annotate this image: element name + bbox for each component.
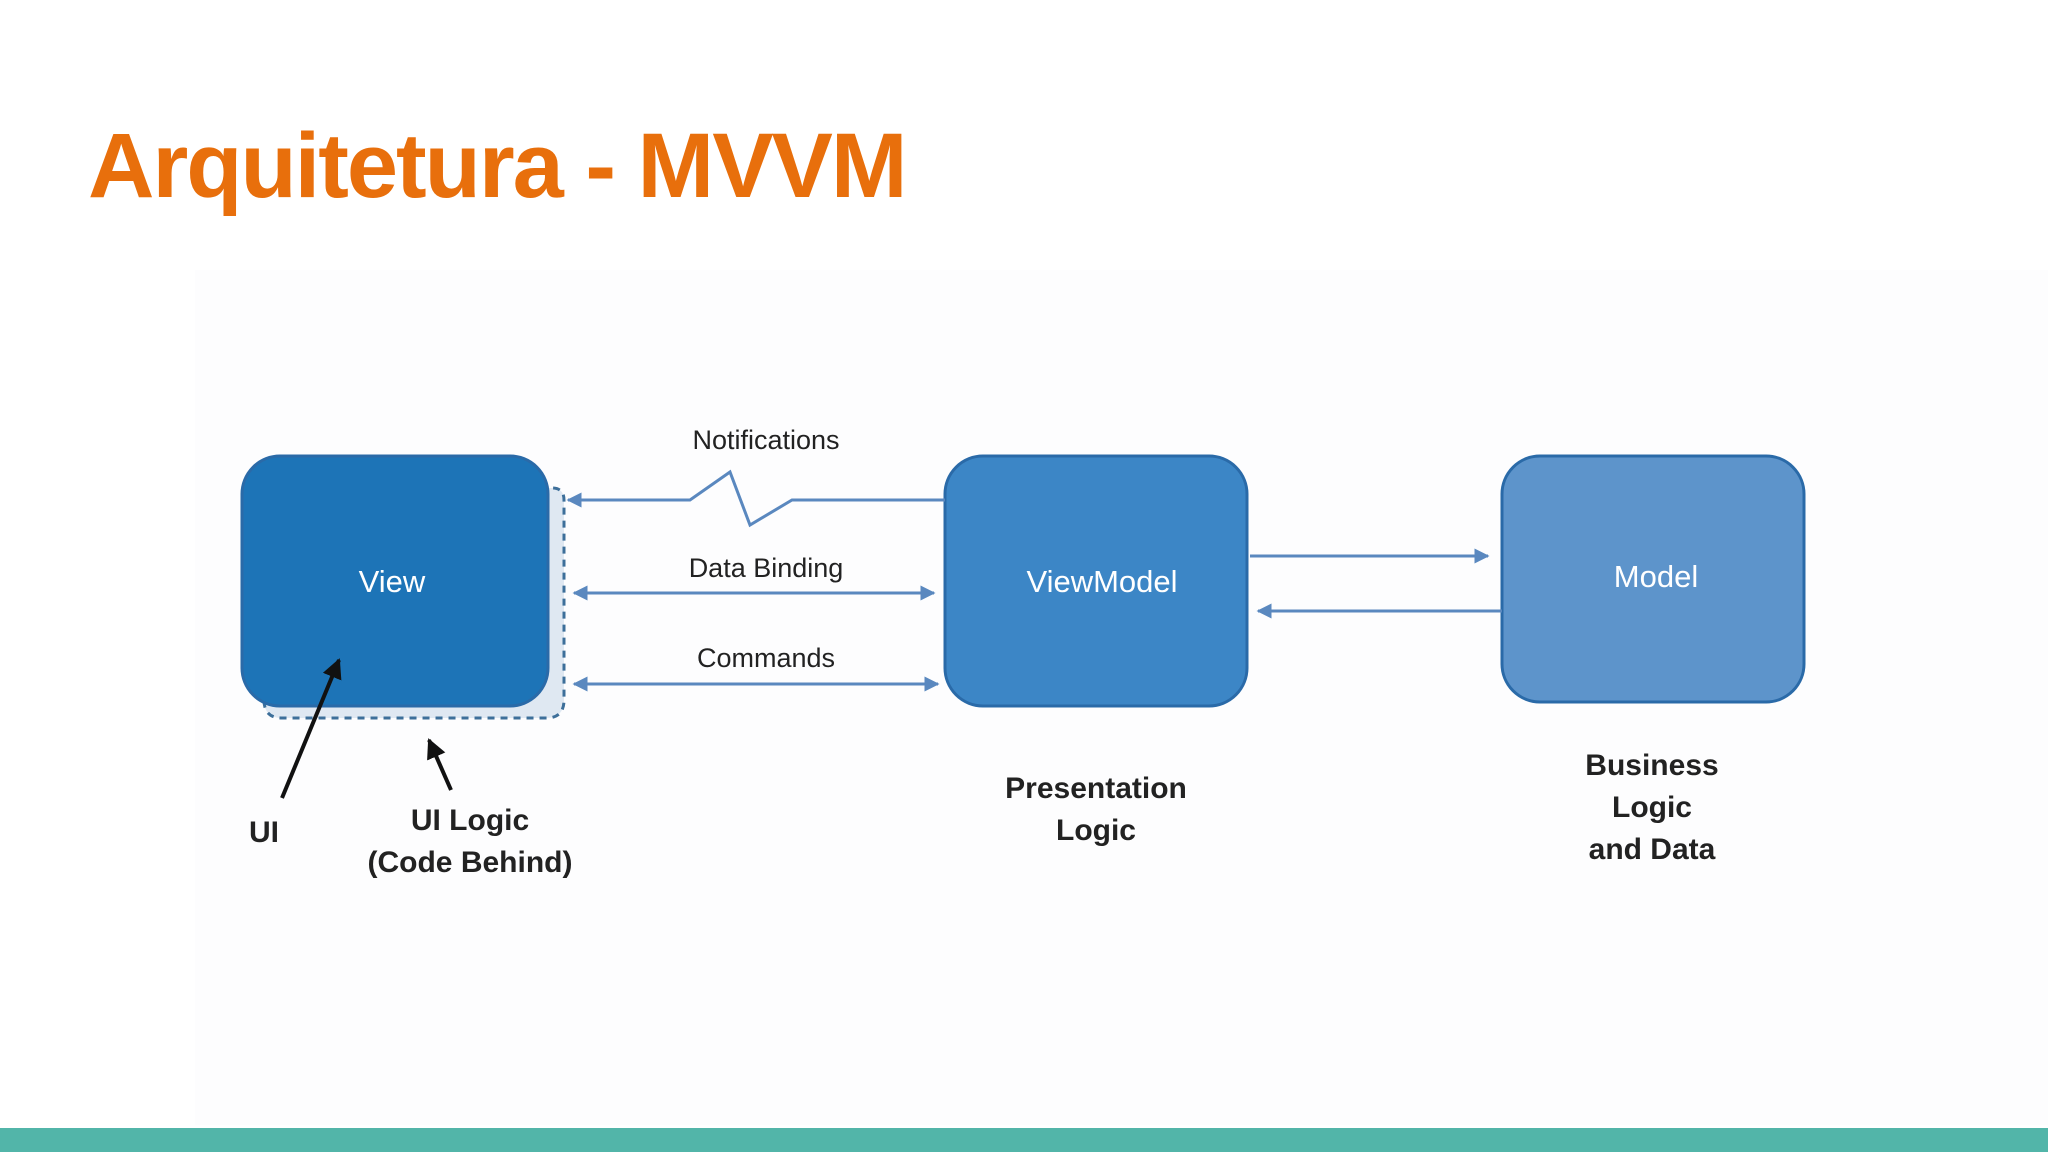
- commands-label: Commands: [697, 643, 835, 673]
- slide-title: Arquitetura - MVVM: [88, 115, 908, 217]
- presentation-caption-line1: Presentation: [1005, 772, 1187, 805]
- model-box: [1500, 454, 1806, 704]
- ui-logic-caption-line1: UI Logic: [411, 804, 529, 837]
- business-caption-line1: Business: [1585, 749, 1718, 782]
- model-label: Model: [1614, 559, 1698, 594]
- ui-logic-caption-line2: (Code Behind): [368, 846, 573, 879]
- view-label: View: [359, 564, 426, 599]
- business-caption-line3: and Data: [1589, 833, 1716, 866]
- presentation-caption-line2: Logic: [1056, 814, 1136, 847]
- notifications-arrow: [566, 469, 945, 528]
- viewmodel-box: [943, 454, 1249, 708]
- ui-logic-pointer-arrow: [427, 738, 453, 791]
- ui-caption: UI: [249, 816, 279, 849]
- ui-pointer-arrow: [280, 658, 342, 799]
- view-box: [240, 454, 550, 708]
- viewmodel-label: ViewModel: [1026, 564, 1177, 599]
- notifications-label: Notifications: [692, 425, 839, 455]
- business-caption-line2: Logic: [1612, 791, 1692, 824]
- footer-accent-bar: [0, 1128, 2048, 1152]
- data-binding-label: Data Binding: [689, 553, 844, 583]
